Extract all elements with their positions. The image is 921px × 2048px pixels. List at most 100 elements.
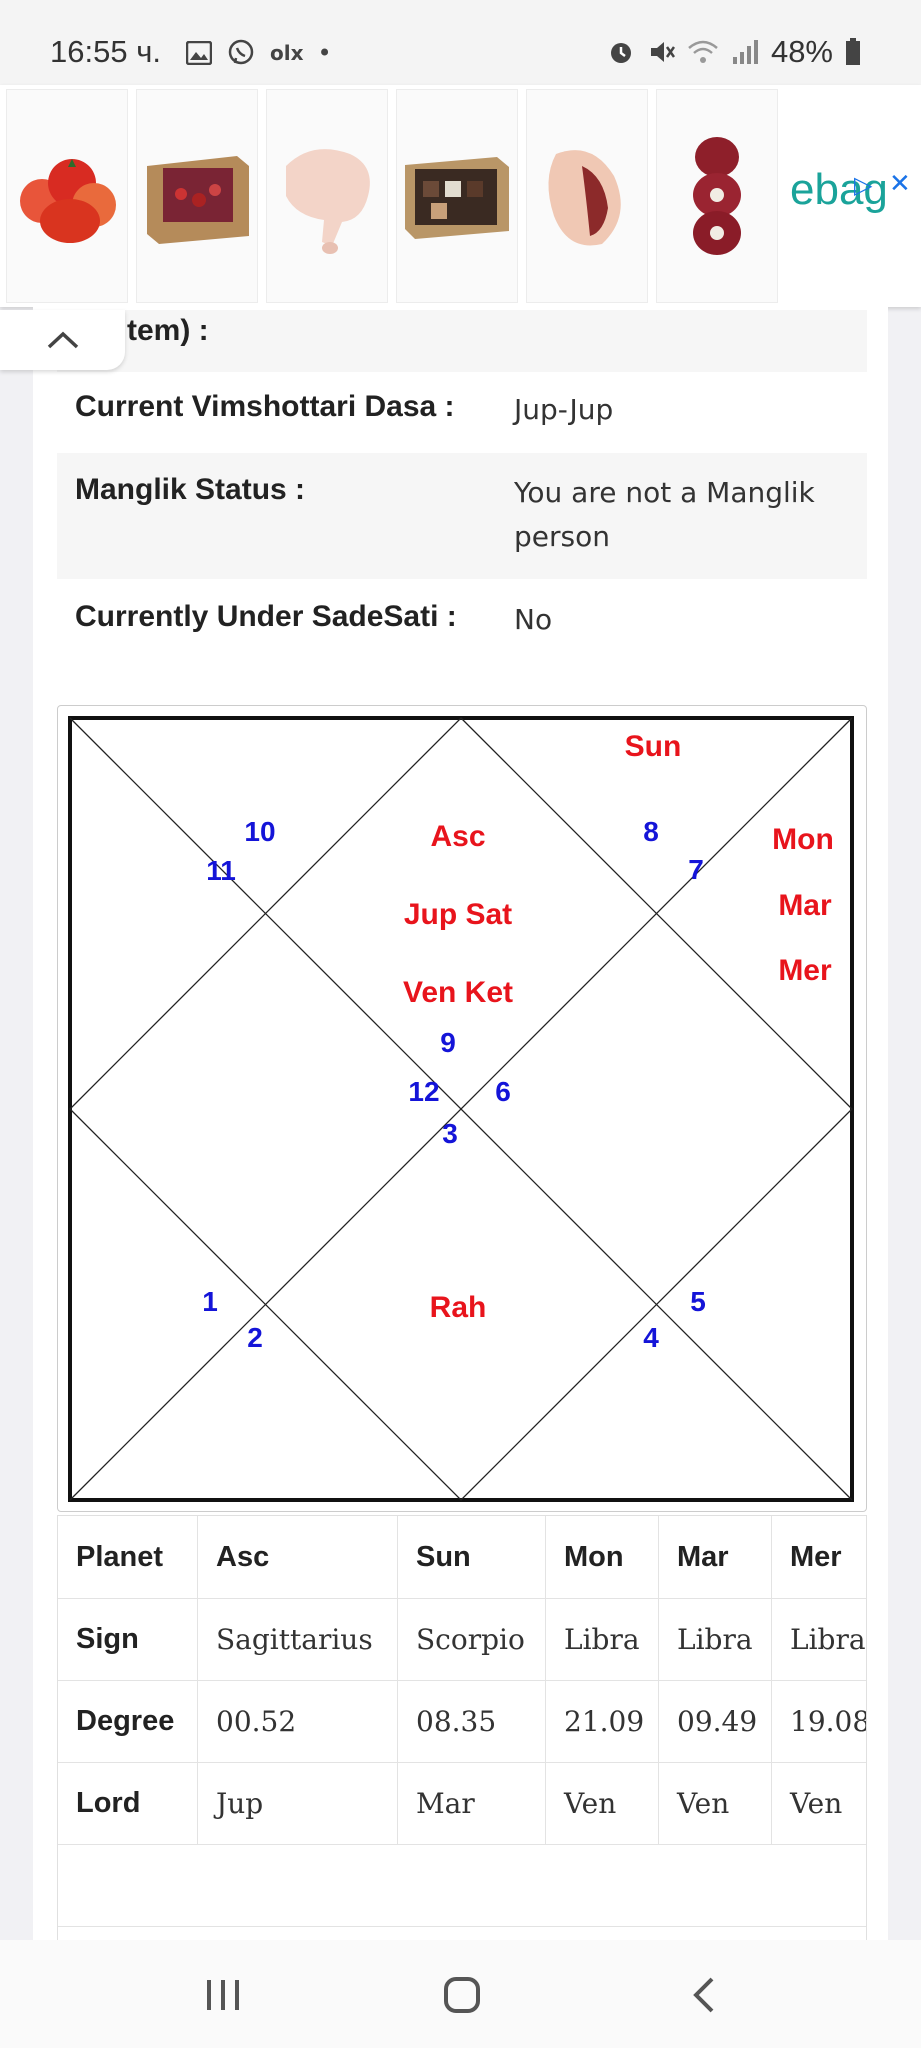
- ad-close-icon[interactable]: ✕: [889, 169, 911, 199]
- alarm-icon: [610, 43, 631, 63]
- mute-icon: [650, 42, 675, 62]
- table-cell: Ven: [772, 1762, 866, 1844]
- gift-box-image: [147, 156, 249, 244]
- table-cell: Scorpio: [398, 1598, 546, 1680]
- table-row: Lord Jup Mar Ven Ven Ven: [58, 1762, 866, 1845]
- planet-mar: Mar: [778, 889, 832, 922]
- chocolate-box-image: [405, 157, 509, 239]
- signal-icon: [732, 40, 758, 64]
- house-4: 4: [643, 1322, 659, 1353]
- table-row: Sign Sagittarius Scorpio Libra Libra Lib…: [58, 1598, 866, 1681]
- house-1: 1: [202, 1286, 218, 1317]
- tomatoes-image: [20, 159, 116, 243]
- ad-product-beef[interactable]: [656, 89, 778, 303]
- table-header-cell: Asc: [198, 1516, 398, 1598]
- table-header-cell: Planet: [58, 1516, 198, 1598]
- ad-product-tomatoes[interactable]: [6, 89, 128, 303]
- status-system-icons: 48%: [607, 34, 861, 70]
- house-3: 3: [442, 1118, 458, 1149]
- ad-product-duck-breast[interactable]: [526, 89, 648, 303]
- recent-apps-button[interactable]: [205, 1978, 241, 2012]
- house-2: 2: [247, 1322, 263, 1353]
- ebag-logo[interactable]: ebag: [790, 165, 888, 214]
- row-label: Degree: [58, 1680, 198, 1762]
- table-cell: 00.52: [198, 1680, 398, 1762]
- ad-product-chocolate-box[interactable]: [396, 89, 518, 303]
- dot-icon: •: [317, 39, 332, 67]
- row-label: Lord: [58, 1762, 198, 1844]
- planet-mon: Mon: [772, 823, 834, 856]
- planets-ven-ket: Ven Ket: [403, 976, 513, 1009]
- duck-breast-image: [548, 150, 621, 246]
- house-6: 6: [495, 1076, 511, 1107]
- battery-icon: [846, 38, 860, 65]
- manglik-value: You are not a Manglik person: [514, 476, 815, 553]
- dasa-value: Jup-Jup: [514, 393, 614, 426]
- sadesati-row: Currently Under SadeSati : No: [57, 580, 867, 662]
- table-row: Degree 00.52 08.35 21.09 09.49 19.08: [58, 1680, 866, 1763]
- status-time: 16:55 ч.: [50, 34, 161, 69]
- gallery-icon: [186, 41, 212, 65]
- row-label: Sign: [58, 1598, 198, 1680]
- table-row-empty: [58, 1844, 866, 1927]
- table-header-cell: Mon: [546, 1516, 659, 1598]
- home-button[interactable]: [443, 1976, 481, 2014]
- table-header-cell: Mar: [659, 1516, 772, 1598]
- planets-jup-sat: Jup Sat: [404, 898, 512, 931]
- chart-diagonal-2: [69, 717, 853, 1501]
- table-cell: 21.09: [546, 1680, 659, 1762]
- table-cell: Libra: [772, 1598, 866, 1680]
- dasa-label: Current Vimshottari Dasa :: [75, 390, 455, 423]
- table-cell: Sagittarius: [198, 1598, 398, 1680]
- planet-table: Planet Asc Sun Mon Mar Mer Sign Sagittar…: [57, 1515, 867, 1942]
- collapse-ad-button[interactable]: [0, 310, 125, 370]
- house-5: 5: [690, 1286, 706, 1317]
- beef-shank-image: [693, 137, 741, 255]
- table-header-cell: Mer: [772, 1516, 866, 1598]
- table-cell: Mar: [398, 1762, 546, 1844]
- house-7: 7: [688, 854, 704, 885]
- chart-diamond: [69, 717, 853, 1501]
- planet-mer: Mer: [778, 954, 832, 987]
- viber-icon: [228, 39, 254, 65]
- status-bar: 16:55 ч. olx •: [0, 0, 921, 95]
- manglik-label: Manglik Status :: [75, 473, 306, 506]
- android-nav-bar: [0, 1940, 921, 2048]
- sadesati-value: No: [514, 603, 553, 636]
- table-cell: Libra: [546, 1598, 659, 1680]
- ad-product-box[interactable]: [136, 89, 258, 303]
- birth-chart: Sun Asc Jup Sat Ven Ket Mon Mar Mer Rah …: [57, 705, 867, 1512]
- table-header-cell: Sun: [398, 1516, 546, 1598]
- chicken-leg-image: [286, 149, 370, 254]
- table-cell: Ven: [546, 1762, 659, 1844]
- table-cell: 08.35: [398, 1680, 546, 1762]
- table-cell: 09.49: [659, 1680, 772, 1762]
- chart-diagram: Sun Asc Jup Sat Ven Ket Mon Mar Mer Rah …: [68, 716, 854, 1502]
- planet-sun: Sun: [625, 730, 682, 763]
- house-12: 12: [408, 1076, 439, 1107]
- table-cell: Jup: [198, 1762, 398, 1844]
- sadesati-label: Currently Under SadeSati :: [75, 600, 457, 633]
- manglik-row: Manglik Status : You are not a Manglik p…: [57, 453, 867, 579]
- table-cell: Libra: [659, 1598, 772, 1680]
- planet-rah: Rah: [430, 1291, 487, 1324]
- house-9: 9: [440, 1027, 456, 1058]
- house-10: 10: [244, 816, 275, 847]
- ad-choices-icon[interactable]: ▷: [854, 171, 873, 199]
- battery-percent: 48%: [770, 34, 833, 69]
- partial-label: tem) :: [127, 314, 209, 347]
- partial-info-row: tem) :: [57, 310, 867, 372]
- olx-icon: olx: [270, 41, 304, 65]
- ad-product-chicken[interactable]: [266, 89, 388, 303]
- wifi-icon: [688, 40, 718, 63]
- back-button[interactable]: [690, 1976, 716, 2014]
- house-8: 8: [643, 816, 659, 847]
- house-11: 11: [206, 855, 236, 886]
- planet-asc: Asc: [430, 820, 485, 853]
- dasa-row: Current Vimshottari Dasa : Jup-Jup: [57, 372, 867, 452]
- table-cell: 19.08: [772, 1680, 866, 1762]
- table-header-row: Planet Asc Sun Mon Mar Mer: [58, 1516, 866, 1599]
- status-notifications: olx •: [186, 38, 332, 68]
- table-cell: Ven: [659, 1762, 772, 1844]
- ad-banner[interactable]: ebag ▷ ✕: [0, 85, 921, 307]
